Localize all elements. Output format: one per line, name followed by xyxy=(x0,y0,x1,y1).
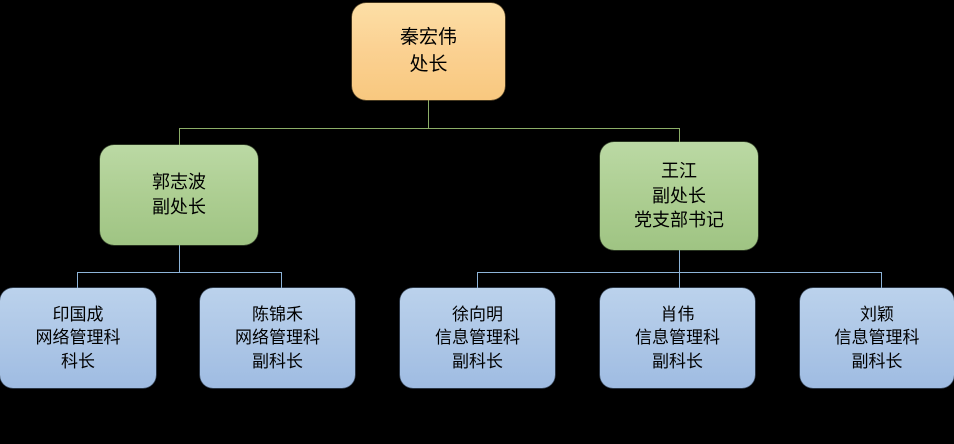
connector-deputy-right-to-staff-2 xyxy=(477,272,478,289)
org-node-staff-3-department: 信息管理科 xyxy=(635,328,720,348)
org-node-staff-4-name: 刘颖 xyxy=(860,304,894,324)
org-node-staff-0-name: 印国成 xyxy=(52,304,104,324)
org-node-staff-4-title: 副科长 xyxy=(851,351,903,371)
org-node-deputy-left-title: 副处长 xyxy=(152,197,206,217)
org-node-staff-1-name: 陈锦禾 xyxy=(252,304,303,324)
org-node-deputy-right-title2: 党支部书记 xyxy=(634,210,724,231)
org-node-staff-3-name: 肖伟 xyxy=(660,304,695,324)
org-node-staff-4[interactable]: 刘颖 信息管理科 副科长 xyxy=(800,288,954,388)
org-node-deputy-right[interactable]: 王江 副处长 党支部书记 xyxy=(600,142,758,250)
org-node-staff-3-title: 副科长 xyxy=(652,351,703,371)
org-node-root-name: 秦宏伟 xyxy=(399,27,457,49)
org-node-staff-4-department: 信息管理科 xyxy=(834,328,920,348)
connector-root-stem xyxy=(428,100,429,129)
org-node-staff-0[interactable]: 印国成 网络管理科 科长 xyxy=(0,288,156,388)
org-node-staff-3[interactable]: 肖伟 信息管理科 副科长 xyxy=(600,288,755,388)
org-node-staff-1[interactable]: 陈锦禾 网络管理科 副科长 xyxy=(200,288,355,388)
org-node-staff-1-title: 副科长 xyxy=(252,351,303,371)
connector-root-to-deputy-left xyxy=(179,128,180,146)
connector-deputy-right-stem xyxy=(679,250,680,273)
org-node-deputy-right-name: 王江 xyxy=(661,160,697,181)
connector-deputy-right-to-staff-3 xyxy=(679,272,680,289)
connector-deputy-left-to-staff-0 xyxy=(77,272,78,289)
connector-root-to-deputy-right xyxy=(679,128,680,143)
connector-deputy-left-to-staff-1 xyxy=(281,272,282,289)
org-node-root-title: 处长 xyxy=(409,53,448,75)
org-node-staff-2-name: 徐向明 xyxy=(452,304,503,324)
org-node-deputy-left[interactable]: 郭志波 副处长 xyxy=(100,145,258,245)
org-node-staff-2-department: 信息管理科 xyxy=(435,328,520,348)
connector-deputy-left-stem xyxy=(179,245,180,273)
connector-deputy-right-to-staff-4 xyxy=(881,272,882,289)
org-node-staff-2[interactable]: 徐向明 信息管理科 副科长 xyxy=(400,288,555,388)
org-node-staff-0-department: 网络管理科 xyxy=(35,328,121,348)
connector-root-bus xyxy=(179,128,679,129)
connector-deputy-left-bus xyxy=(77,272,282,273)
org-node-staff-2-title: 副科长 xyxy=(452,351,503,371)
org-node-staff-1-department: 网络管理科 xyxy=(235,328,320,348)
org-node-deputy-right-title: 副处长 xyxy=(652,185,706,206)
org-node-staff-0-title: 科长 xyxy=(61,351,95,371)
org-node-deputy-left-name: 郭志波 xyxy=(152,172,206,193)
org-node-root[interactable]: 秦宏伟 处长 xyxy=(352,3,505,100)
